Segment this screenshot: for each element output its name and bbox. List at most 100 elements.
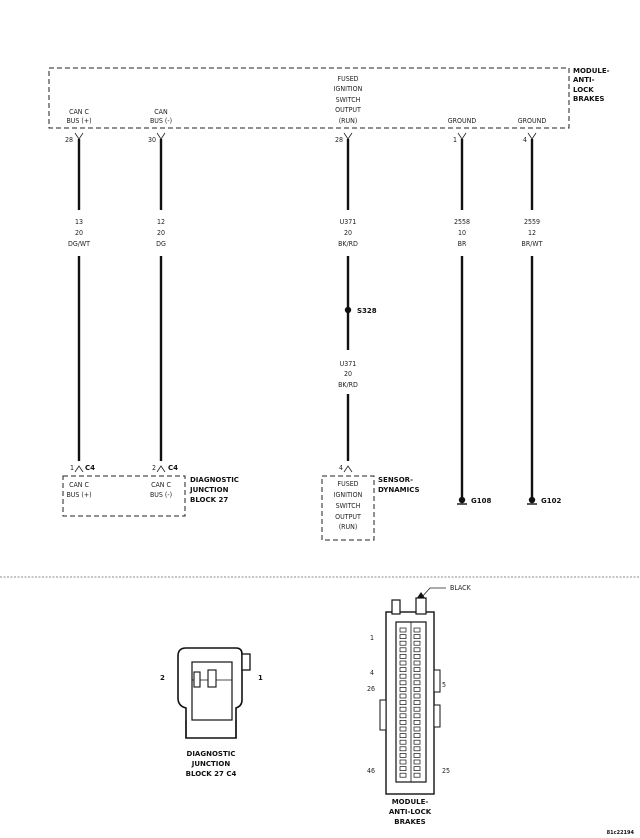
abs-pin-cavity bbox=[413, 759, 421, 765]
abs-pin1-number: 28 bbox=[65, 136, 73, 144]
wire-1-color: DG/WT bbox=[68, 240, 90, 248]
abs-connector-pin-26: 26 bbox=[367, 685, 375, 693]
abs-pin-cavity bbox=[399, 726, 407, 732]
abs-pin-cavity bbox=[399, 759, 407, 765]
djb-connector-face bbox=[177, 647, 251, 739]
wire-4-circuit: 2558 bbox=[454, 218, 470, 226]
abs-pin3-label-2: IGNITION bbox=[334, 85, 363, 93]
abs-pin-cavity bbox=[399, 746, 407, 752]
ground-g102-symbol bbox=[527, 496, 537, 505]
wire-2-circuit: 12 bbox=[157, 218, 165, 226]
wire-5-color: BR/WT bbox=[522, 240, 543, 248]
abs-title-1: MODULE- bbox=[573, 67, 610, 75]
abs-pin1-label-1: CAN C bbox=[69, 108, 89, 116]
sensor-label-5: (RUN) bbox=[339, 523, 358, 531]
abs-pin5-label: GROUND bbox=[518, 117, 547, 125]
abs-pin-cavity bbox=[399, 667, 407, 672]
abs-pin-cavity bbox=[413, 673, 421, 679]
abs-pin-cavity bbox=[399, 673, 407, 679]
djb-pin1-connector: C4 bbox=[85, 464, 95, 472]
abs-pin-cavity bbox=[413, 726, 421, 732]
sensor-label-4: OUTPUT bbox=[335, 513, 361, 521]
djb-pin2-number: 2 bbox=[152, 464, 156, 472]
abs-pin-cavity bbox=[413, 713, 421, 719]
djb-pin2-label-1: CAN C bbox=[151, 481, 171, 489]
abs-pin-cavity bbox=[413, 766, 421, 771]
abs-title-4: BRAKES bbox=[573, 95, 604, 103]
abs-pin-cavity bbox=[399, 693, 407, 699]
abs-pin-cavity bbox=[399, 766, 407, 771]
abs-pin2-label-2: BUS (-) bbox=[150, 117, 172, 125]
sensor-label-1: FUSED bbox=[337, 480, 358, 488]
sensor-label-2: IGNITION bbox=[334, 491, 363, 499]
abs-color-arrow bbox=[417, 592, 425, 598]
abs-connector-face bbox=[379, 597, 441, 795]
wire-1-circuit: 13 bbox=[75, 218, 83, 226]
djb-pin1-number: 1 bbox=[70, 464, 74, 472]
wire-1-gauge: 20 bbox=[75, 229, 83, 237]
abs-pin-cavity bbox=[413, 654, 421, 659]
abs-pin-cavity bbox=[399, 713, 407, 719]
abs-color-label: BLACK bbox=[450, 584, 472, 592]
abs-connector-pin-4: 4 bbox=[370, 669, 374, 677]
abs-pin-cavity bbox=[413, 739, 421, 745]
abs-pin4-terminal bbox=[457, 132, 467, 140]
djb-pin2-connector: C4 bbox=[168, 464, 178, 472]
abs-title-3: LOCK bbox=[573, 86, 594, 94]
abs-pin-cavity bbox=[399, 640, 407, 646]
abs-pin-cavity bbox=[413, 706, 421, 712]
sensor-pin-number: 4 bbox=[339, 464, 343, 472]
abs-pin3-number: 28 bbox=[335, 136, 343, 144]
abs-pin-cavity bbox=[399, 706, 407, 712]
abs-pin-cavity bbox=[413, 667, 421, 672]
abs-pin4-number: 1 bbox=[453, 136, 457, 144]
wire-lower-gauge: 20 bbox=[344, 370, 352, 378]
abs-pin-cavity bbox=[399, 753, 407, 758]
abs-connector-pin-5: 5 bbox=[442, 681, 446, 689]
abs-pin-cavity bbox=[399, 687, 407, 692]
wire-lower-circuit: U371 bbox=[340, 360, 357, 368]
djb-connector-caption-3: BLOCK 27 C4 bbox=[186, 770, 237, 778]
sensor-pin-terminal bbox=[343, 465, 353, 473]
abs-pin3-label-5: (RUN) bbox=[339, 117, 358, 125]
wire-2-color: DG bbox=[156, 240, 166, 248]
abs-pin-cavity bbox=[413, 693, 421, 699]
abs-connector-caption-1: MODULE- bbox=[392, 798, 429, 806]
abs-pin-cavity bbox=[413, 700, 421, 705]
abs-pin-cavity bbox=[399, 772, 407, 778]
abs-pin-cavity bbox=[399, 733, 407, 738]
abs-pin5-terminal bbox=[527, 132, 537, 140]
abs-pin3-label-3: SWITCH bbox=[336, 96, 361, 104]
abs-module-box bbox=[48, 67, 570, 129]
abs-pin3-label-1: FUSED bbox=[337, 75, 358, 83]
abs-pin-cavity bbox=[399, 739, 407, 745]
djb-connector-pin-right: 1 bbox=[258, 674, 263, 682]
abs-pin2-label-1: CAN bbox=[154, 108, 168, 116]
djb-connector-caption-1: DIAGNOSTIC bbox=[187, 750, 236, 758]
abs-connector-pin-25: 25 bbox=[442, 767, 450, 775]
abs-pin-cavity bbox=[413, 680, 421, 686]
abs-pin5-number: 4 bbox=[523, 136, 527, 144]
abs-connector-caption-3: BRAKES bbox=[394, 818, 425, 826]
djb-title-1: DIAGNOSTIC bbox=[190, 476, 239, 484]
sensor-box bbox=[321, 475, 375, 541]
djb-pin1-label-2: BUS (+) bbox=[66, 491, 91, 499]
splice-label: S328 bbox=[357, 307, 377, 315]
djb-connector-pin-left: 2 bbox=[160, 674, 165, 682]
abs-pin2-number: 30 bbox=[148, 136, 156, 144]
abs-pin1-label-2: BUS (+) bbox=[66, 117, 91, 125]
abs-pin-cavity bbox=[413, 640, 421, 646]
abs-pin-cavity bbox=[413, 687, 421, 692]
djb-box bbox=[62, 475, 186, 517]
ground-g108-symbol bbox=[457, 496, 467, 505]
wire-4-gauge: 10 bbox=[458, 229, 466, 237]
abs-pin-cavity bbox=[413, 647, 421, 653]
djb-connector-caption-2: JUNCTION bbox=[191, 760, 231, 768]
abs-pin-cavity bbox=[399, 660, 407, 666]
wire-lower-color: BK/RD bbox=[338, 381, 358, 389]
abs-pin3-terminal bbox=[343, 132, 353, 140]
ground-g108-label: G108 bbox=[471, 497, 491, 505]
abs-pin1-terminal bbox=[74, 132, 84, 140]
wire-3-gauge: 20 bbox=[344, 229, 352, 237]
